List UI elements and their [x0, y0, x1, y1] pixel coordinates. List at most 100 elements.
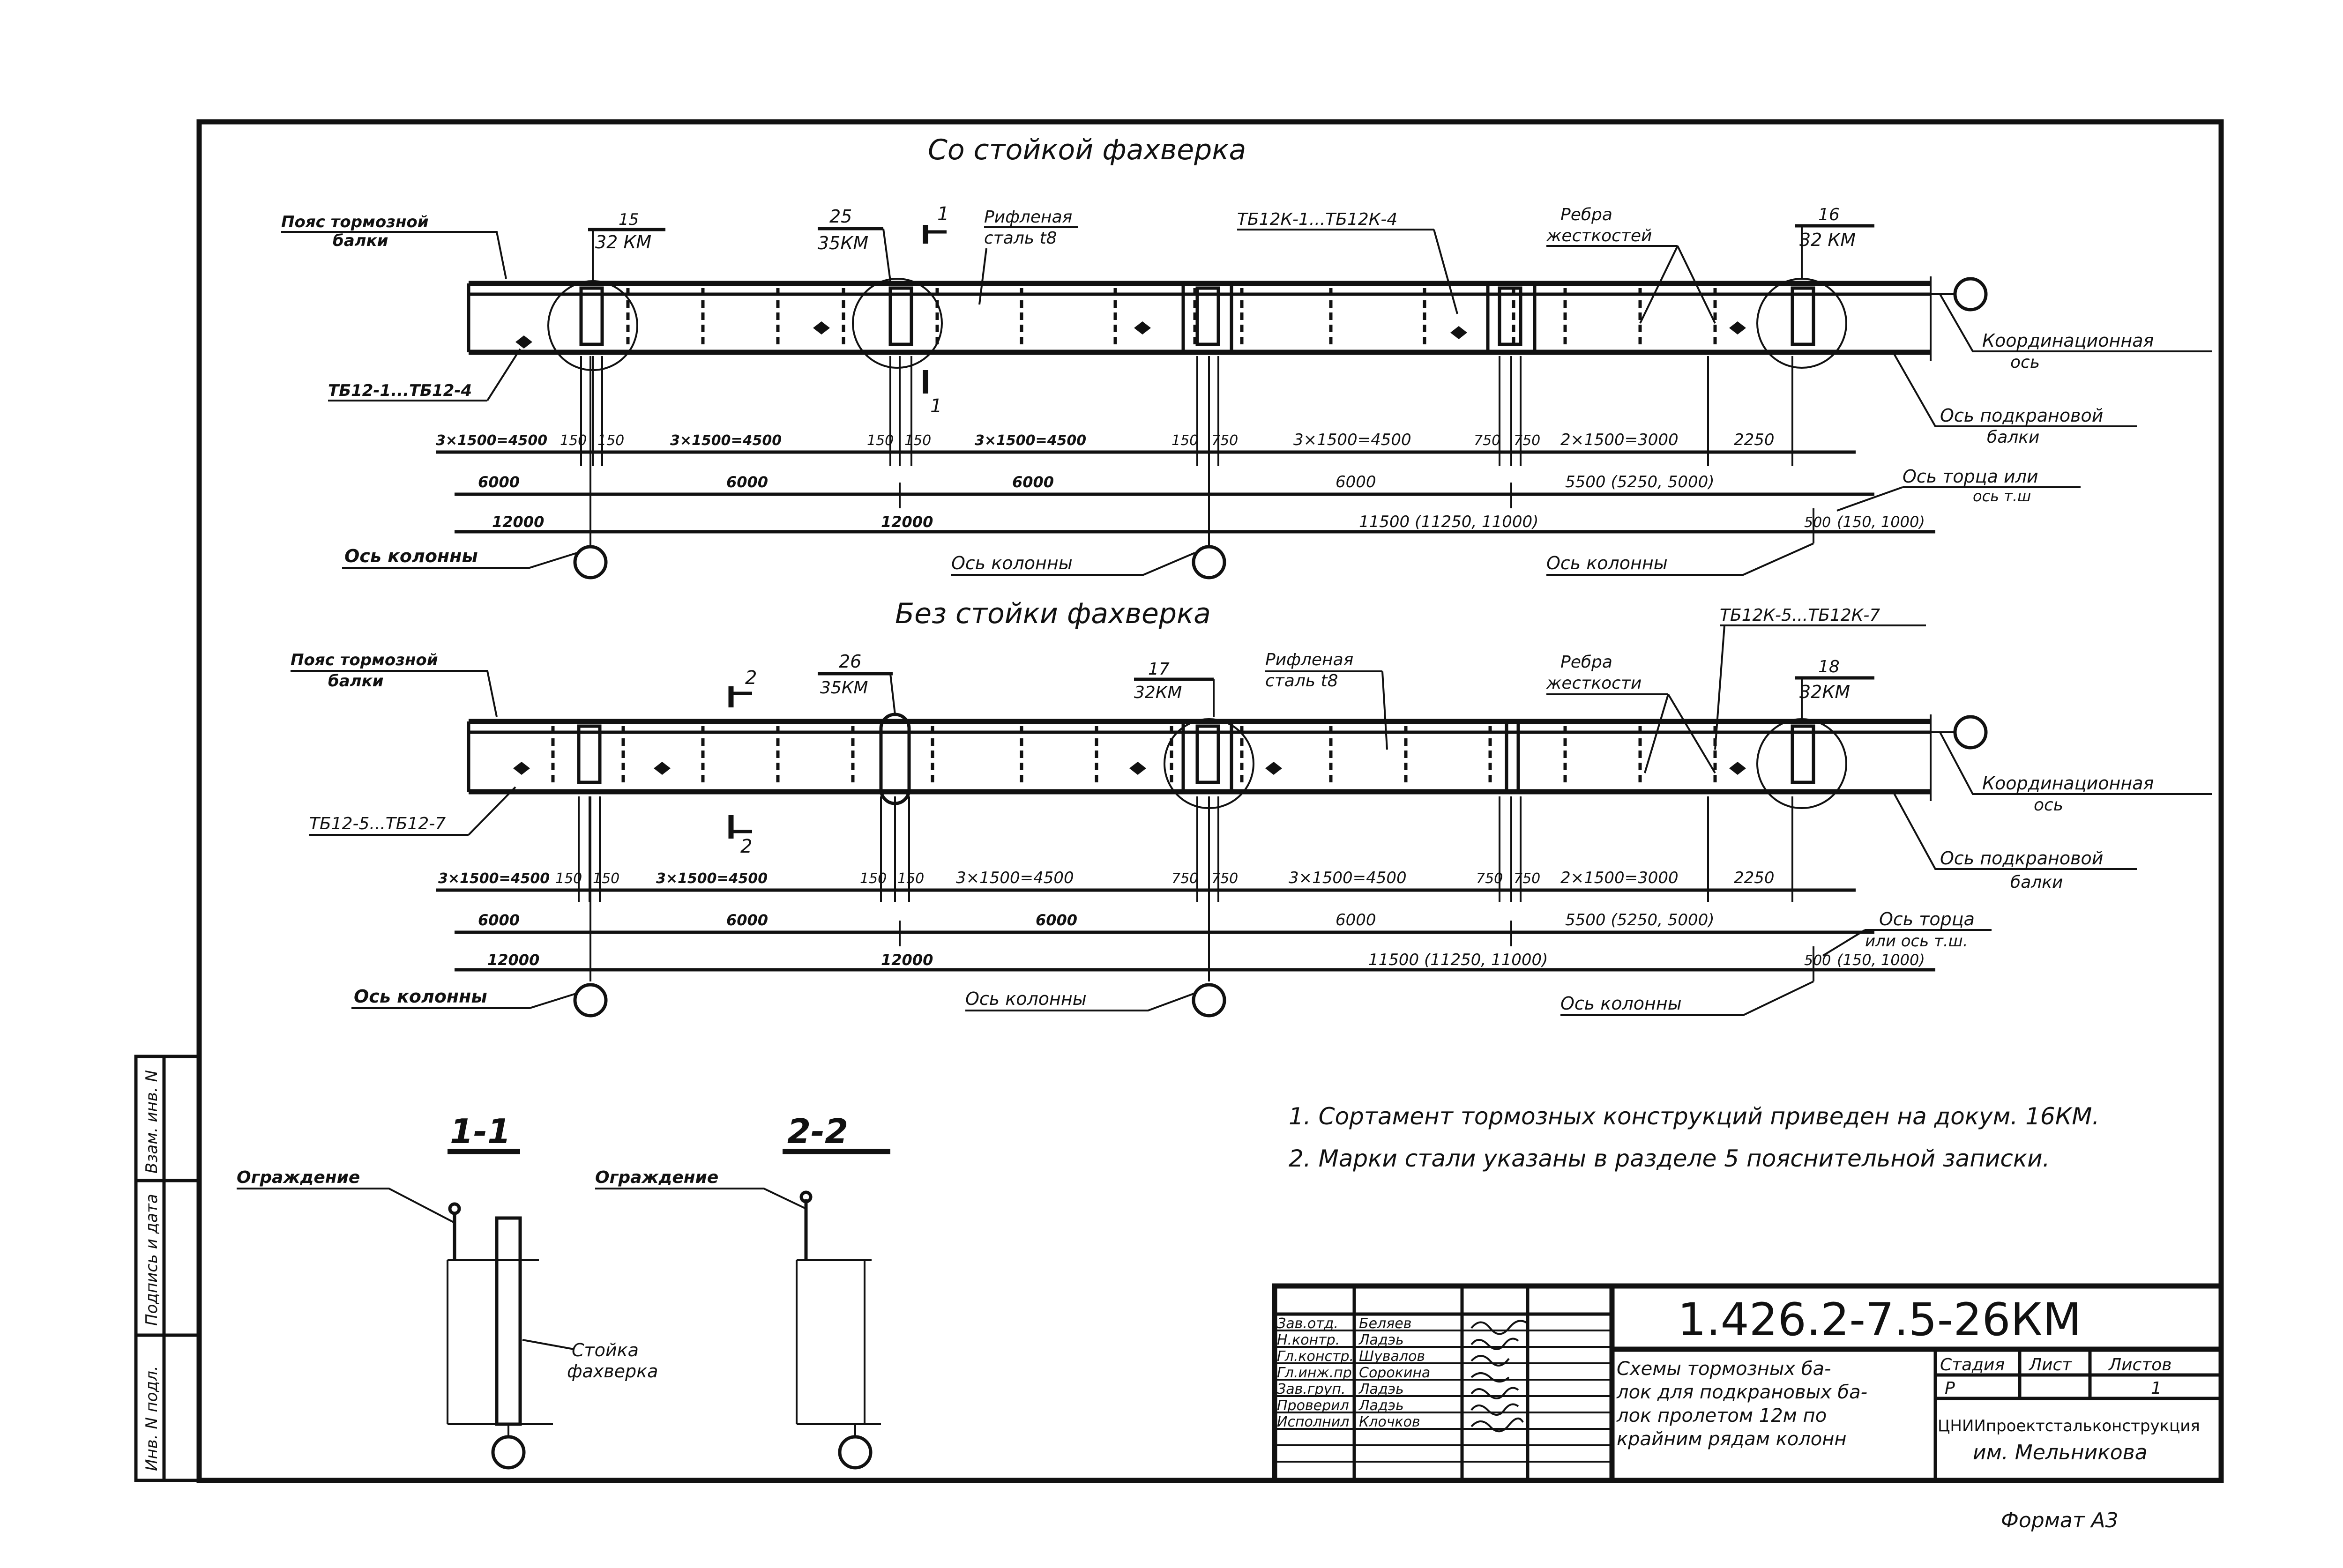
node-17-num: 17 — [1148, 660, 1170, 679]
b-dim1-10: 750 — [1476, 870, 1503, 887]
crane-axis-label-2: балки — [1987, 428, 2039, 447]
b-end-axis-label-2: или ось т.ш. — [1865, 932, 1968, 951]
node-17-doc: 32КМ — [1134, 683, 1182, 702]
plate-marks-top: ТБ12К-1...ТБ12К-4 — [1237, 210, 1397, 229]
section-1-mark-bottom: 1 — [930, 395, 942, 417]
tb-code: 1.426.2-7.5-26КМ — [1678, 1293, 2082, 1346]
node-25-num: 25 — [829, 206, 852, 227]
b-left-mark: ТБ12-5...ТБ12-7 — [309, 814, 446, 833]
brake-belt-label-2: балки — [333, 231, 388, 250]
b-column-axis-3: Ось колонны — [1560, 993, 1682, 1014]
node-16-doc: 32 КМ — [1799, 230, 1856, 250]
b-dim1-5: 150 — [897, 870, 924, 887]
top-dim1-7: 150 — [1172, 432, 1198, 449]
tb-desc-3: крайним рядам колонн — [1617, 1428, 1847, 1450]
tb-role-4: Зав.груп. — [1277, 1381, 1346, 1397]
section-1-post-2: фахверка — [567, 1361, 658, 1382]
b-column-axis-2: Ось колонны — [965, 988, 1087, 1009]
section-1-fence: Ограждение — [237, 1168, 360, 1187]
section-2-bottom: 2 — [740, 836, 752, 857]
top-dim1-1: 150 — [560, 432, 587, 449]
b-dim1-4: 150 — [860, 870, 887, 887]
top-dim1-6: 3×1500=4500 — [975, 432, 1086, 449]
section-1-1: 1-1 Ограждение Стойка фахверка — [237, 1112, 658, 1470]
top-column-axis-1: Ось колонны — [344, 546, 478, 566]
top-column-axis-2: Ось колонны — [951, 553, 1073, 573]
b-dim1-3: 3×1500=4500 — [656, 870, 768, 887]
tb-org-2: им. Мельникова — [1973, 1441, 2148, 1464]
tb-role-3: Гл.инж.пр. — [1277, 1365, 1356, 1381]
tb-name-4: Ладэь — [1358, 1381, 1404, 1397]
b-dim3-0: 12000 — [487, 951, 539, 969]
b-dim1-8: 750 — [1211, 870, 1238, 887]
b-corrugated-label-2: сталь t8 — [1265, 671, 1338, 691]
tb-desc-2: лок пролетом 12м по — [1616, 1405, 1827, 1427]
tb-role-1: Н.контр. — [1277, 1332, 1340, 1348]
tb-sheets: 1 — [2151, 1379, 2162, 1398]
top-dim1-9: 3×1500=4500 — [1293, 431, 1411, 449]
section-2-top: 2 — [745, 667, 757, 689]
b-dim1-2: 150 — [593, 870, 619, 887]
node-16-num: 16 — [1818, 205, 1840, 224]
tb-role-5: Проверил — [1277, 1397, 1349, 1414]
tb-name-0: Беляев — [1359, 1315, 1411, 1332]
node-26-num: 26 — [839, 651, 861, 672]
b-dim1-0: 3×1500=4500 — [438, 870, 550, 887]
b-dim1-11: 750 — [1514, 870, 1540, 887]
top-dim1-3: 3×1500=4500 — [670, 432, 782, 449]
b-dim1-1: 150 — [555, 870, 582, 887]
b-dim1-13: 2250 — [1734, 869, 1775, 887]
format-label: Формат А3 — [2001, 1509, 2119, 1532]
corrugated-label-2: сталь t8 — [984, 229, 1057, 248]
title-block: Зав.отд. Н.контр. Гл.констр. Гл.инж.пр. … — [1272, 1283, 2224, 1483]
b-corrugated-label-1: Рифленая — [1265, 650, 1353, 669]
section-1-title: 1-1 — [450, 1112, 511, 1151]
top-dim1-2: 150 — [597, 432, 624, 449]
b-dim2-3: 6000 — [1336, 911, 1376, 929]
tb-sheets-label: Листов — [2108, 1355, 2171, 1375]
top-dim1-11: 750 — [1514, 432, 1540, 449]
tb-role-2: Гл.констр. — [1277, 1348, 1354, 1365]
b-dim3-2: 11500 (11250, 11000) — [1368, 951, 1548, 969]
b-coord-axis-label-2: ось — [2034, 795, 2063, 815]
node-18-doc: 32КМ — [1799, 682, 1850, 702]
top-dim2-0: 6000 — [478, 473, 520, 491]
left-mark-top: ТБ12-1...ТБ12-4 — [328, 381, 472, 400]
top-dim1-10: 750 — [1474, 432, 1500, 449]
b-coord-axis-label-1: Координационная — [1982, 773, 2154, 794]
b-crane-axis-label-1: Ось подкрановой — [1940, 848, 2103, 869]
tb-sheet-label: Лист — [2028, 1355, 2072, 1375]
end-axis-label-1: Ось торца или — [1903, 466, 2038, 487]
b-plate-marks: ТБ12К-5...ТБ12К-7 — [1720, 606, 1880, 625]
stiffeners-label-1: Ребра — [1560, 205, 1612, 224]
section-2-title: 2-2 — [787, 1112, 848, 1151]
tb-name-6: Клочков — [1359, 1414, 1420, 1430]
signatures — [1470, 1320, 1529, 1433]
node-circle-25 — [852, 278, 943, 369]
top-dim1-5: 150 — [904, 432, 931, 449]
tb-org-1: ЦНИИпроектстальконструкция — [1938, 1417, 2200, 1435]
tb-desc-0: Схемы тормозных ба- — [1617, 1358, 1831, 1380]
tb-role-0: Зав.отд. — [1277, 1315, 1338, 1332]
section-1-mark: 1 — [937, 203, 949, 225]
top-dim2-4: 5500 (5250, 5000) — [1565, 473, 1715, 491]
tb-name-2: Шувалов — [1359, 1348, 1425, 1365]
top-dim3-0: 12000 — [492, 513, 544, 531]
tb-name-3: Сорокина — [1359, 1365, 1430, 1381]
top-dim3-3: 500 — [1804, 514, 1831, 531]
note-1: 1. Сортамент тормозных конструкций приве… — [1289, 1103, 2099, 1130]
node-15-doc: 32 КМ — [595, 232, 651, 253]
top-dim1-12: 2×1500=3000 — [1560, 431, 1679, 449]
tb-desc-1: лок для подкрановых ба- — [1616, 1382, 1867, 1403]
plan-top-title: Со стойкой фахверка — [928, 134, 1246, 166]
b-stiffeners-label-1: Ребра — [1560, 653, 1612, 672]
b-dim3-1: 12000 — [881, 951, 933, 969]
b-end-axis-label-1: Ось торца — [1879, 909, 1975, 929]
note-2: 2. Марки стали указаны в разделе 5 поясн… — [1289, 1145, 2050, 1172]
section-2-2: 2-2 Ограждение — [595, 1112, 890, 1470]
top-dim2-1: 6000 — [726, 473, 768, 491]
top-dim3-2: 11500 (11250, 11000) — [1359, 513, 1538, 531]
top-dim1-13: 2250 — [1734, 431, 1775, 449]
node-18-num: 18 — [1818, 657, 1840, 676]
